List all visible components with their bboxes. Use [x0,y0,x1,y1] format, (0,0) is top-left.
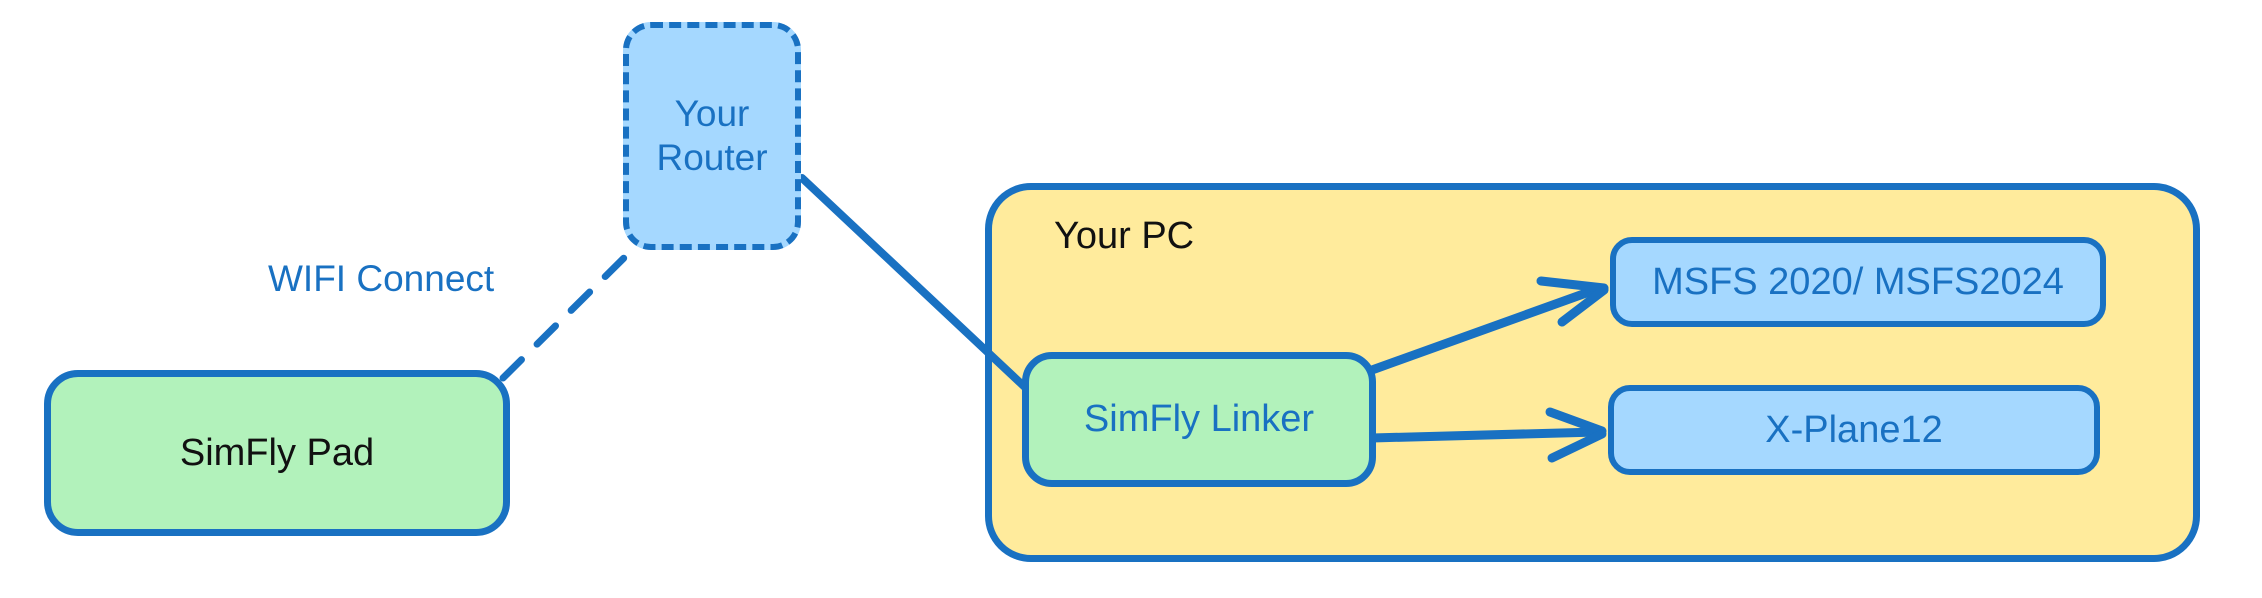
edge-pad-to-router [499,242,640,382]
node-simfly-pad-label: SimFly Pad [179,431,375,474]
node-msfs[interactable]: MSFS 2020/ MSFS2024 [1610,237,2106,327]
node-simfly-linker-label: SimFly Linker [1083,398,1315,441]
node-xplane-label: X-Plane12 [1765,408,1943,451]
edge-label-wifi-connect: WIFI Connect [268,258,495,299]
node-simfly-linker[interactable]: SimFly Linker [1022,352,1376,487]
node-msfs-label: MSFS 2020/ MSFS2024 [1652,260,2064,303]
node-xplane[interactable]: X-Plane12 [1608,385,2100,475]
node-your-router-label: Your Router [656,93,768,178]
group-your-pc-label: Your PC [1054,215,1195,257]
node-simfly-pad[interactable]: SimFly Pad [44,370,510,536]
node-your-router[interactable]: Your Router [623,22,801,250]
